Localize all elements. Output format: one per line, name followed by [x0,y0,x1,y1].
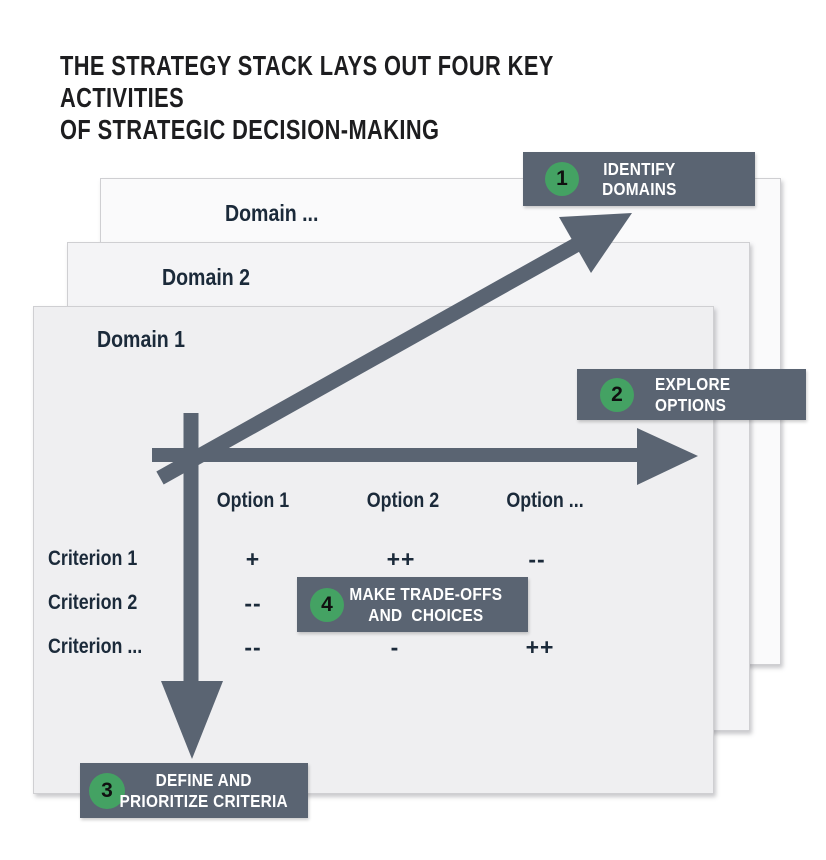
activity-badge-identify-domains: 1 IDENTIFY DOMAINS [523,152,755,206]
row-header-criterion-2: Criterion 2 [48,591,138,614]
activity-2-number-badge: 2 [600,377,634,412]
activity-3-label-text: DEFINE AND PRIORITIZE CRITERIA [119,770,289,811]
cell-c1-o1: + [245,546,261,572]
activity-3-number-badge: 3 [89,772,125,809]
row-header-criterion-ellipsis: Criterion ... [48,635,143,658]
activity-1-label-text: IDENTIFY DOMAINS [601,158,677,199]
cell-c3-o1: -- [244,634,262,660]
activity-4-label-text: MAKE TRADE-OFFS AND CHOICES [349,584,502,625]
column-header-option-ellipsis: Option ... [506,489,584,512]
column-header-option-2: Option 2 [366,489,440,512]
column-header-option-1: Option 1 [216,489,290,512]
domain-ellipsis-label: Domain ... [225,200,319,226]
activity-4-label: MAKE TRADE-OFFS AND CHOICES [297,577,528,632]
activity-3-label: DEFINE AND PRIORITIZE CRITERIA [80,763,308,818]
cell-c2-o1: -- [244,590,262,616]
activity-2-label: EXPLORE OPTIONS [577,369,806,420]
domain-1-label: Domain 1 [97,326,186,352]
activity-4-number-badge: 4 [310,587,344,622]
activity-badge-define-criteria: 3 DEFINE AND PRIORITIZE CRITERIA [80,763,308,818]
cell-c1-o2: ++ [386,546,416,572]
domain-2-label: Domain 2 [162,264,251,290]
activity-badge-explore-options: 2 EXPLORE OPTIONS [577,369,806,420]
activity-badge-make-tradeoffs: 4 MAKE TRADE-OFFS AND CHOICES [297,577,528,632]
cell-c3-o2: - [390,634,400,660]
cell-c1-o3: -- [528,546,546,572]
activity-1-label: IDENTIFY DOMAINS [523,152,755,206]
cell-c3-o3: ++ [525,634,555,660]
row-header-criterion-1: Criterion 1 [48,547,138,570]
activity-1-number-badge: 1 [545,162,579,196]
page-title: THE STRATEGY STACK LAYS OUT FOUR KEY ACT… [60,50,554,146]
activity-2-label-text: EXPLORE OPTIONS [655,374,731,415]
